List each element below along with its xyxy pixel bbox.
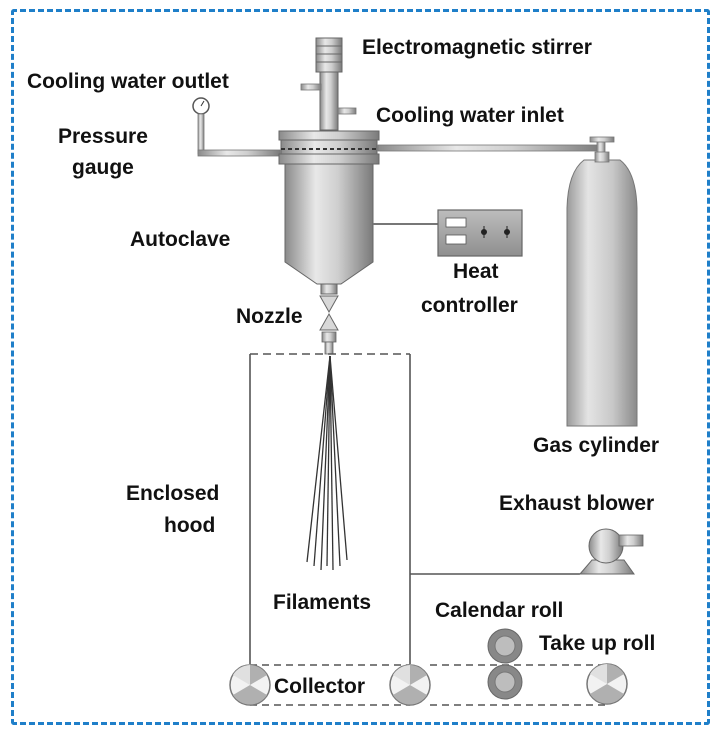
label-pressure-gauge-line1: Pressure [58, 125, 148, 148]
label-filaments: Filaments [273, 591, 372, 614]
label-heat-controller-line1: Heat [453, 260, 499, 283]
label-calendar-roll: Calendar roll [435, 599, 564, 622]
collector-belt [250, 664, 605, 706]
heat-controller [373, 209, 523, 257]
label-enclosed-hood-line2: hood [164, 514, 216, 537]
label-collector: Collector [274, 675, 366, 698]
label-enclosed-hood-line1: Enclosed [126, 482, 220, 505]
label-exhaust-blower: Exhaust blower [499, 492, 655, 515]
label-heat-controller-line2: controller [421, 294, 518, 317]
label-cooling-water-inlet: Cooling water inlet [376, 104, 564, 127]
take-up-roll [586, 663, 628, 705]
label-autoclave: Autoclave [130, 228, 231, 251]
label-take-up-roll: Take up roll [539, 632, 656, 655]
gas-cylinder [566, 151, 638, 427]
nozzle [319, 295, 339, 355]
enclosed-hood [249, 353, 411, 664]
label-electromagnetic-stirrer: Electromagnetic stirrer [362, 36, 592, 59]
label-gas-cylinder: Gas cylinder [533, 434, 660, 457]
cooling-water-inlet-pipe [337, 107, 357, 115]
label-pressure-gauge-line2: gauge [72, 156, 134, 179]
calendar-roll [487, 628, 523, 700]
label-nozzle: Nozzle [236, 305, 303, 328]
label-cooling-water-outlet: Cooling water outlet [27, 70, 229, 93]
pressure-gauge [192, 97, 281, 157]
gas-line [377, 136, 615, 155]
collector-roll-left [229, 664, 271, 706]
autoclave [278, 130, 380, 295]
cooling-water-outlet-pipe [300, 83, 322, 91]
diagram-frame [11, 9, 710, 725]
filaments [306, 355, 348, 571]
collector-roll-right [389, 664, 431, 706]
electromagnetic-stirrer [315, 37, 343, 131]
exhaust-blower [410, 528, 644, 575]
